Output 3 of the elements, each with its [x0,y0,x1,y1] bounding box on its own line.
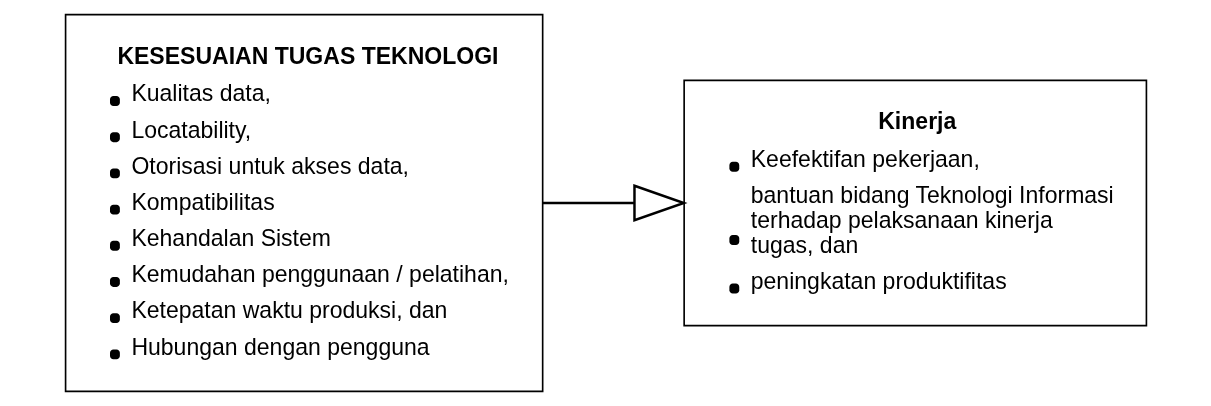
arrow [542,184,688,222]
node-box: KESESUAIAN TUGAS TEKNOLOGI Kualitas data, Locatability, Otorisasi untuk akses data, Kompatibilitas Kehandalan Sistem Kemudahan penggunaan / pelatihan, Ketepatan waktu produksi, dan Hubungan dengan pengguna [64,13,543,393]
node-box: Kinerja Keefektifan pekerjaan, bantuan bidang Teknologi Informasi terhadap pelaksanaan kinerja tugas, dan peningkatan produktifitas [682,79,1147,327]
